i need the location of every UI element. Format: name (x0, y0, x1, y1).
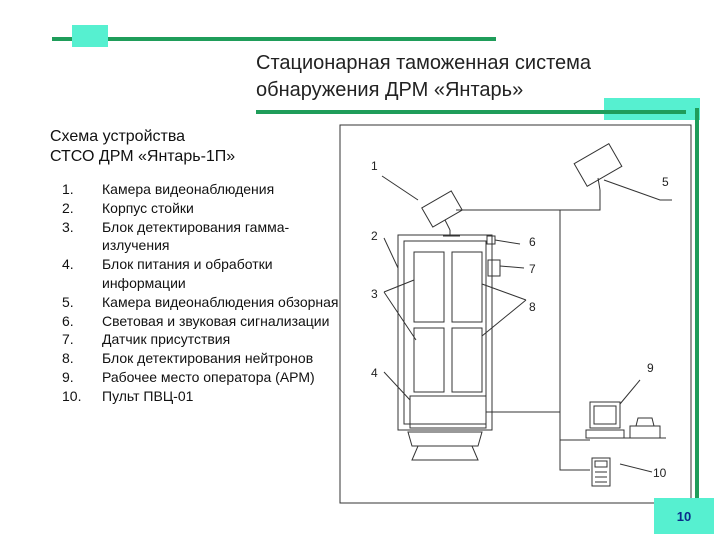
rack-body (397, 234, 493, 431)
wire-camera1 (456, 209, 561, 440)
legend-text: Корпус стойки (102, 199, 194, 216)
legend-number: 2. (62, 199, 74, 216)
title-line-1: Стационарная таможенная система (256, 52, 592, 74)
component-legend: 1. Камера видеонаблюдения 2. Корпус стойки… (62, 180, 342, 406)
gamma-detector-right-lower (451, 327, 483, 393)
right-vertical-bar (695, 108, 699, 508)
label-4: 4 (371, 366, 378, 380)
label-5: 5 (662, 175, 669, 189)
diagram-frame (339, 124, 692, 504)
leader-9 (619, 379, 641, 405)
label-10: 10 (653, 466, 667, 480)
rack-foot (411, 445, 479, 461)
slide-title: Стационарная таможенная система обнаруже… (256, 50, 696, 104)
legend-text: Рабочее место оператора (АРМ) (102, 368, 315, 385)
legend-text: Блок питания и обработки информации (102, 256, 273, 291)
rack-inner (403, 240, 487, 425)
rack-base (407, 431, 483, 447)
legend-item: 7. Датчик присутствия (62, 330, 342, 349)
wire-operator (559, 439, 590, 471)
legend-item: 8. Блок детектирования нейтронов (62, 349, 342, 368)
operator-workstation-icon (585, 401, 666, 439)
legend-item: 2. Корпус стойки (62, 199, 342, 218)
legend-text: Камера видеонаблюдения обзорная (102, 293, 339, 310)
legend-number: 8. (62, 350, 74, 367)
leader-3 (383, 279, 417, 341)
title-line-2: обнаружения ДРМ «Янтарь» (256, 79, 524, 101)
leader-4 (383, 371, 411, 401)
legend-item: 10. Пульт ПВЦ-01 (62, 387, 342, 406)
legend-item: 6. Световая и звуковая сигнализации (62, 312, 342, 331)
control-panel-icon (591, 457, 611, 487)
camera-1-icon (421, 190, 463, 237)
legend-text: Пульт ПВЦ-01 (102, 387, 194, 404)
label-9: 9 (647, 361, 654, 375)
title-underline-bar (256, 110, 686, 114)
top-green-bar (52, 37, 496, 41)
power-processing-block (409, 395, 487, 429)
label-1: 1 (371, 159, 378, 173)
legend-text: Камера видеонаблюдения (102, 181, 275, 197)
legend-item: 4. Блок питания и обработки информации (62, 255, 342, 293)
legend-item: 1. Камера видеонаблюдения (62, 180, 342, 199)
subtitle-line-1: Схема устройства (50, 128, 186, 145)
legend-number: 3. (62, 218, 74, 235)
label-6: 6 (529, 235, 536, 249)
title-cyan-accent (604, 98, 700, 120)
leader-10 (619, 463, 653, 473)
legend-number: 9. (62, 368, 74, 385)
legend-text: Блок детектирования гамма-излучения (102, 218, 290, 254)
top-cyan-accent (72, 25, 108, 47)
legend-text: Датчик присутствия (102, 331, 231, 348)
legend-number: 7. (62, 331, 74, 348)
leader-5 (603, 179, 672, 201)
legend-number: 5. (62, 293, 74, 310)
gamma-detector-right-upper (451, 251, 483, 323)
wire-camera5 (560, 190, 601, 211)
gamma-detector-left-lower (413, 327, 445, 393)
legend-number: 10. (62, 387, 82, 404)
legend-item: 5. Камера видеонаблюдения обзорная (62, 293, 342, 312)
label-8: 8 (529, 300, 536, 314)
page-number-badge: 10 (654, 498, 714, 534)
legend-number: 6. (62, 312, 74, 329)
leader-6 (494, 239, 521, 245)
label-7: 7 (529, 262, 536, 276)
legend-item: 3. Блок детектирования гамма-излучения (62, 218, 342, 256)
label-2: 2 (371, 229, 378, 243)
legend-number: 1. (62, 181, 74, 197)
leader-1 (381, 175, 419, 201)
subtitle-line-2: СТСО ДРМ «Янтарь-1П» (50, 148, 236, 165)
scheme-subtitle: Схема устройства СТСО ДРМ «Янтарь-1П» (50, 127, 330, 167)
signal-lamp-icon (486, 235, 496, 245)
gamma-detector-left-upper (413, 251, 445, 323)
leader-2 (383, 237, 399, 269)
leader-8 (481, 283, 527, 337)
legend-text: Блок детектирования нейтронов (102, 350, 314, 367)
legend-item: 9. Рабочее место оператора (АРМ) (62, 368, 342, 387)
camera-5-icon (573, 143, 623, 191)
legend-number: 4. (62, 256, 74, 273)
presence-sensor-icon (487, 259, 501, 277)
label-3: 3 (371, 287, 378, 301)
legend-text: Световая и звуковая сигнализации (102, 312, 330, 329)
leader-7 (499, 265, 525, 269)
